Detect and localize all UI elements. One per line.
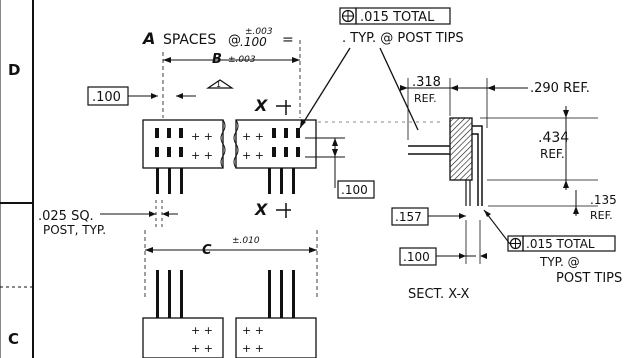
- side-135-arrow: [573, 206, 579, 214]
- side-434-ref: REF.: [540, 147, 565, 161]
- overall-arrow-right: [309, 247, 317, 253]
- side-318-arrow-1: [400, 85, 408, 91]
- side-290-arrow: [487, 85, 495, 91]
- svg-text:+ +: + +: [242, 324, 264, 337]
- pitch-label: B: [212, 52, 222, 67]
- side-100-arrow-1: [459, 253, 466, 259]
- row-pitch-box-right: [337, 180, 375, 199]
- zone-label-d: D: [8, 61, 20, 79]
- revision-number: 1: [216, 80, 221, 89]
- side-318-ref: REF.: [414, 92, 437, 105]
- overall-arrow-left: [145, 247, 153, 253]
- overall-tol: ±.010: [232, 236, 260, 246]
- tolerance-top-leader-1: [299, 47, 351, 129]
- spaces-label: SPACES: [163, 32, 216, 48]
- section-marker-top: X: [254, 96, 268, 115]
- row-pitch-arrow-1: [151, 93, 158, 99]
- svg-text:+ +: + +: [191, 149, 213, 162]
- section-side-view: [408, 117, 483, 206]
- tolerance-bottom-arrow: [484, 210, 491, 217]
- svg-text:+ +: + +: [242, 149, 264, 162]
- revision-triangle: [206, 79, 234, 89]
- svg-text:+ +: + +: [242, 342, 264, 355]
- side-135-value: .135: [590, 193, 617, 207]
- side-290-value: .290 REF.: [530, 81, 590, 96]
- side-135-ref: REF.: [590, 209, 613, 222]
- row-pitch-dim-arrow-1: [332, 138, 338, 146]
- svg-text:+ +: + +: [191, 130, 213, 143]
- side-434-arrow-2: [563, 180, 569, 188]
- svg-text:+ +: + +: [191, 324, 213, 337]
- tolerance-top-note: . TYP. @ POST TIPS: [342, 31, 464, 46]
- break-line-left: [220, 119, 226, 169]
- tolerance-bottom-note: POST TIPS: [556, 271, 622, 286]
- side-100-arrow-2: [480, 253, 487, 259]
- overall-label: C: [202, 243, 212, 258]
- contacts-top-left: + + + +: [155, 128, 213, 162]
- pitch-tol: ±.003: [228, 55, 256, 65]
- post-size-arrow-2: [162, 211, 169, 217]
- tolerance-bottom: .015 TOTAL: [526, 237, 595, 251]
- side-157-value: .157: [395, 210, 422, 224]
- section-marker-mid: X: [254, 200, 268, 219]
- connector-top-view: [142, 119, 317, 169]
- svg-text:+ +: + +: [242, 130, 264, 143]
- side-100-value: .100: [403, 250, 430, 264]
- spaces-prefix: A: [141, 29, 155, 48]
- svg-text:+ +: + +: [191, 342, 213, 355]
- tolerance-top-arrow: [300, 119, 306, 128]
- break-line-right: [233, 119, 239, 169]
- tolerance-box-top: [355, 7, 451, 25]
- post-size-line1: .025 SQ.: [38, 209, 94, 224]
- row-pitch-arrow-2: [176, 93, 183, 99]
- side-434-arrow-1: [563, 110, 569, 118]
- post-size-arrow-1: [149, 211, 156, 217]
- row-pitch-right: .100: [341, 183, 368, 197]
- tolerance-bottom-typ: TYP. @: [539, 255, 580, 269]
- spaces-equals: =: [282, 32, 294, 48]
- posts-top: [156, 168, 295, 194]
- post-size-line2: POST, TYP.: [43, 223, 106, 237]
- tolerance-top-leader-2: [379, 47, 419, 131]
- pitch-arrow-left: [163, 57, 171, 63]
- connector-bottom-view: + + + + + + + +: [142, 270, 317, 358]
- pitch-arrow-right: [292, 57, 300, 63]
- row-pitch-top: .100: [92, 90, 121, 105]
- tolerance-box-bottom: [522, 235, 616, 252]
- side-157-arrow: [459, 213, 466, 219]
- section-title: SECT. X-X: [408, 287, 470, 302]
- side-318-value: .318: [412, 75, 441, 90]
- tolerance-top: .015 TOTAL: [360, 10, 435, 25]
- row-pitch-dim-arrow-2: [332, 149, 338, 157]
- spaces-pitch: .100: [240, 35, 267, 49]
- spaces-tol: ±.003: [245, 27, 273, 37]
- spaces-at: @: [228, 33, 241, 48]
- side-434-value: .434: [538, 130, 569, 146]
- zone-label-c: C: [8, 330, 19, 348]
- contacts-top-right: + + + +: [242, 128, 300, 162]
